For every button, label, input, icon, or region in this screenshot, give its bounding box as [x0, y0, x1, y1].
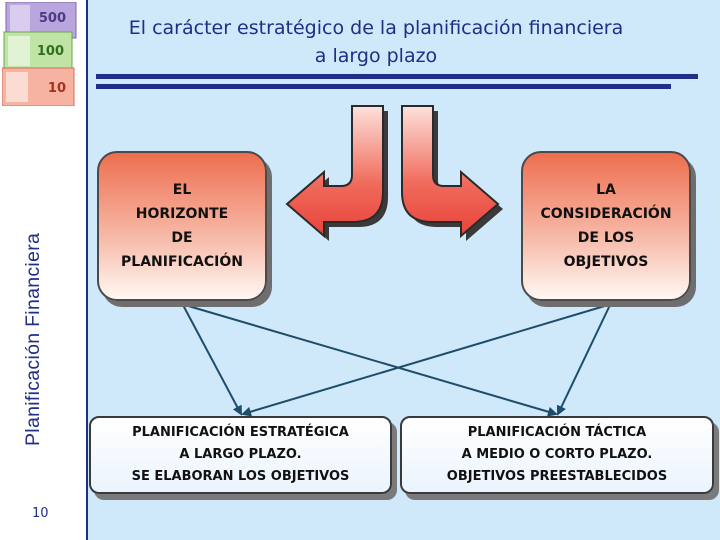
title-rule-top: [96, 74, 698, 79]
horizon-box: EL HORIZONTE DE PLANIFICACIÓN: [97, 151, 267, 301]
tactical-planning-box: PLANIFICACIÓN TÁCTICA A MEDIO O CORTO PL…: [400, 416, 714, 494]
horizon-box-line-4: PLANIFICACIÓN: [121, 254, 243, 270]
objectives-box-line-1: LA: [596, 182, 616, 198]
objectives-box: LA CONSIDERACIÓN DE LOS OBJETIVOS: [521, 151, 691, 301]
banknote-value-100: 100: [37, 44, 64, 59]
strategic-planning-line-2: A LARGO PLAZO.: [179, 447, 302, 462]
horizon-box-line-1: EL: [172, 182, 192, 198]
tactical-planning-line-3: OBJETIVOS PREESTABLECIDOS: [446, 469, 668, 484]
slide-title: El carácter estratégico de la planificac…: [96, 14, 656, 70]
objectives-box-line-4: OBJETIVOS: [563, 254, 649, 270]
slide-title-line-2: a largo plazo: [314, 45, 438, 67]
euro-banknotes-image: 500 100 10: [2, 2, 77, 106]
objectives-box-line-3: DE LOS: [577, 230, 635, 246]
banknote-value-10: 10: [48, 81, 66, 96]
strategic-planning-line-1: PLANIFICACIÓN ESTRATÉGICA: [132, 425, 349, 440]
horizon-box-line-2: HORIZONTE: [135, 206, 229, 222]
banknote-value-500: 500: [39, 11, 66, 26]
objectives-box-line-2: CONSIDERACIÓN: [540, 206, 672, 222]
tactical-planning-line-2: A MEDIO O CORTO PLAZO.: [461, 447, 653, 462]
connector-left-to-right: [184, 304, 558, 417]
horizon-box-line-3: DE: [171, 230, 193, 246]
sidebar: 500 100 10 Planificación Financiera 10: [0, 0, 86, 540]
tactical-planning-line-1: PLANIFICACIÓN TÁCTICA: [467, 425, 647, 440]
connector-right-to-right: [556, 304, 611, 416]
connector-right-to-left: [241, 304, 609, 417]
page-number: 10: [32, 506, 49, 521]
slide-title-line-1: El carácter estratégico de la planificac…: [128, 17, 624, 39]
curved-arrow-right: [401, 105, 503, 241]
strategic-planning-line-3: SE ELABORAN LOS OBJETIVOS: [131, 469, 350, 484]
title-rule-bottom: [96, 84, 671, 89]
connector-left-to-left: [182, 304, 242, 416]
vertical-section-title: Planificación Financiera: [22, 232, 44, 446]
sidebar-divider: [86, 0, 88, 540]
curved-arrow-left: [285, 105, 388, 241]
strategic-planning-box: PLANIFICACIÓN ESTRATÉGICA A LARGO PLAZO.…: [89, 416, 392, 494]
